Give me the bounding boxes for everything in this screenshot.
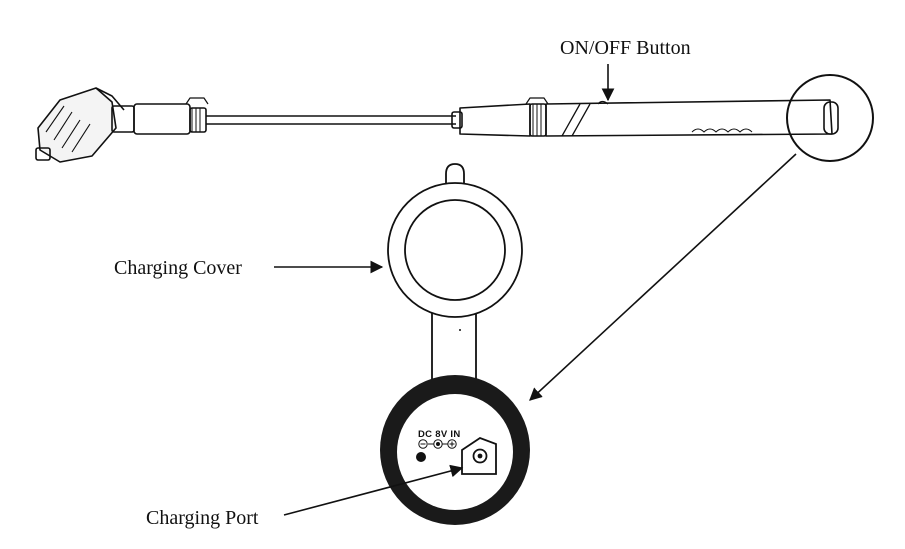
shaft: [206, 111, 463, 129]
handle: [459, 97, 839, 137]
on-off-button-label: ON/OFF Button: [560, 37, 691, 59]
indicator-dot: [416, 452, 426, 462]
charging-port-arrow: [283, 464, 464, 516]
polarity-symbol-icon: [418, 439, 457, 449]
charging-port-label: Charging Port: [146, 507, 259, 529]
magnifier-to-base-arrow: [529, 153, 797, 401]
base-face: [397, 394, 513, 510]
nozzle-head: [35, 87, 125, 163]
collar-left: [111, 97, 209, 135]
device-wand: [35, 87, 839, 163]
charging-cover-inner: [404, 199, 506, 301]
magnifier-circle: [786, 74, 874, 162]
port-rating-label: DC 8V IN: [418, 429, 461, 440]
charging-base: DC 8V IN: [380, 375, 530, 525]
charging-cover-assembly: [387, 163, 523, 393]
charging-cover-label: Charging Cover: [114, 257, 242, 279]
callout-arrows: [274, 64, 797, 516]
